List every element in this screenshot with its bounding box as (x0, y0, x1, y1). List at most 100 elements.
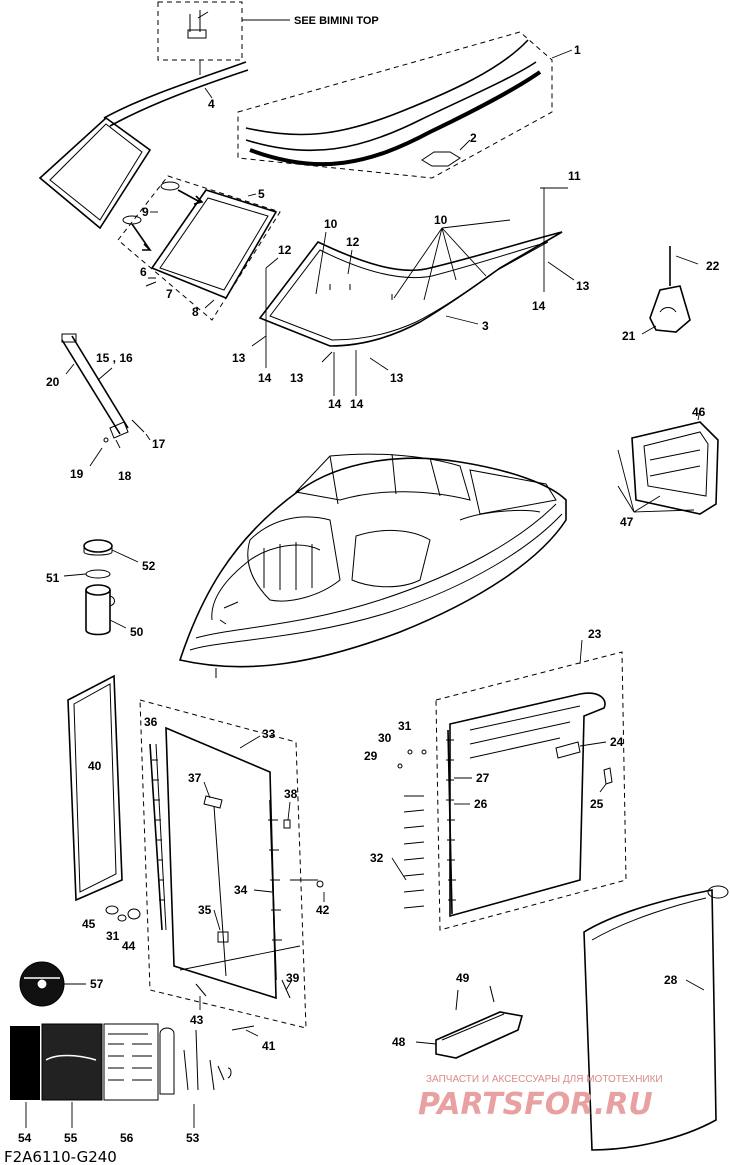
tray-screw-a (455, 989, 459, 1011)
manuals-group (10, 1023, 159, 1128)
callout-14b: 14 (258, 371, 272, 385)
bimini-reference-group: SEE BIMINI TOP (157, 1, 379, 75)
deck-cap-fitting-2 (421, 151, 461, 167)
door-hinge-36-ticks (152, 759, 165, 901)
window-arrow-top (177, 189, 204, 205)
tray-48 (435, 1011, 524, 1059)
door-assembly-group (105, 699, 325, 1037)
callout-54: 54 (18, 1131, 32, 1145)
deck-cap-upper (245, 39, 529, 136)
callout-28: 28 (664, 973, 678, 987)
callout-57: 57 (90, 977, 104, 991)
console-latch-24 (555, 741, 581, 759)
door-panel-40 (67, 674, 123, 902)
leader-10f (315, 231, 327, 295)
knob-44 (127, 908, 141, 920)
light-box-group (617, 409, 719, 515)
callout-26: 26 (474, 797, 488, 811)
gas-strut-top-end (61, 333, 77, 343)
door-dashed-box (139, 699, 307, 1029)
console-nut-31 (421, 749, 427, 755)
callout-13b: 13 (232, 351, 246, 365)
cd-group (19, 961, 86, 1007)
door-hinge-36 (149, 743, 163, 931)
callout-52: 52 (142, 559, 156, 573)
leader-18 (115, 439, 121, 449)
cover-28-hem (591, 897, 707, 941)
boat-bow-deck (211, 544, 321, 621)
pin-41 (231, 1025, 255, 1031)
window-assembly-group (117, 175, 281, 321)
washer-45 (105, 905, 119, 915)
leader-47c (633, 495, 661, 513)
gas-strut-bottom-end (109, 421, 129, 439)
manual-55 (41, 1023, 103, 1101)
callout-4: 4 (208, 97, 215, 111)
boat-hull-group (178, 453, 567, 678)
manual-55-art (45, 1054, 97, 1061)
boat-seat-left-pleats (263, 542, 313, 590)
light-box-inner (643, 431, 709, 497)
leader-20 (65, 363, 75, 375)
door-bottom-leader (179, 945, 301, 971)
callout-13d: 13 (390, 371, 404, 385)
leader-13a (547, 261, 575, 281)
callout-29: 29 (364, 749, 378, 763)
windshield-frame-group (38, 61, 249, 230)
leader-10d (441, 227, 487, 277)
leader-37 (203, 781, 211, 799)
deck-cap-dashed-box (237, 31, 553, 179)
holder-50-top (85, 584, 111, 596)
window-arrow-left (131, 223, 152, 251)
door-hinge-34-ticks (268, 819, 282, 941)
watermark-site: PARTSFOR.RU (418, 1087, 653, 1122)
leader-33 (239, 735, 261, 749)
callout-13a: 13 (576, 279, 590, 293)
leader-13d (369, 357, 389, 371)
cleat-body (649, 285, 691, 333)
cap-52 (83, 539, 113, 553)
callout-34: 34 (234, 883, 248, 897)
leader-19 (89, 447, 103, 467)
callout-19: 19 (70, 467, 84, 481)
callout-22: 22 (706, 259, 720, 273)
callout-8: 8 (192, 305, 199, 319)
door-panel-40-inner (73, 683, 117, 893)
leader-5 (247, 193, 257, 197)
callout-9: 9 (142, 205, 149, 219)
boat-seat-left (247, 516, 341, 602)
leader-17 (145, 433, 151, 441)
holder-50-body (85, 590, 111, 636)
boat-hull-stripe (195, 503, 557, 639)
leader-22 (675, 255, 699, 265)
gas-strut-group (61, 333, 151, 467)
door-bumper-42 (316, 880, 324, 888)
leader-8 (204, 299, 215, 309)
windshield-main-inner (269, 241, 549, 341)
console-screws-32 (403, 795, 425, 909)
cleat-detail (659, 307, 677, 313)
callout-6: 6 (140, 265, 147, 279)
strut-clip-19 (103, 437, 109, 443)
leader-4 (204, 87, 213, 99)
screw-43 (195, 983, 207, 997)
manual-56-lines (108, 1033, 152, 1081)
cover-28 (583, 889, 717, 1151)
leader-23 (579, 639, 583, 665)
tools (183, 1029, 232, 1091)
boat-hull-outline (178, 457, 567, 668)
callout-56: 56 (120, 1131, 134, 1145)
console-nut-30 (407, 749, 413, 755)
leader-28 (685, 979, 705, 991)
door-catch-35 (217, 931, 229, 943)
callout-2: 2 (470, 131, 477, 145)
leader-2 (459, 139, 471, 151)
callout-43: 43 (190, 1013, 204, 1027)
windshield-left-pane (38, 116, 152, 230)
drawing-code: F2A6110-G240 (4, 1148, 117, 1165)
cap-52-rim (83, 546, 113, 556)
door-33 (165, 726, 277, 1000)
light-box-outer (631, 421, 719, 515)
callout-14d: 14 (350, 397, 364, 411)
